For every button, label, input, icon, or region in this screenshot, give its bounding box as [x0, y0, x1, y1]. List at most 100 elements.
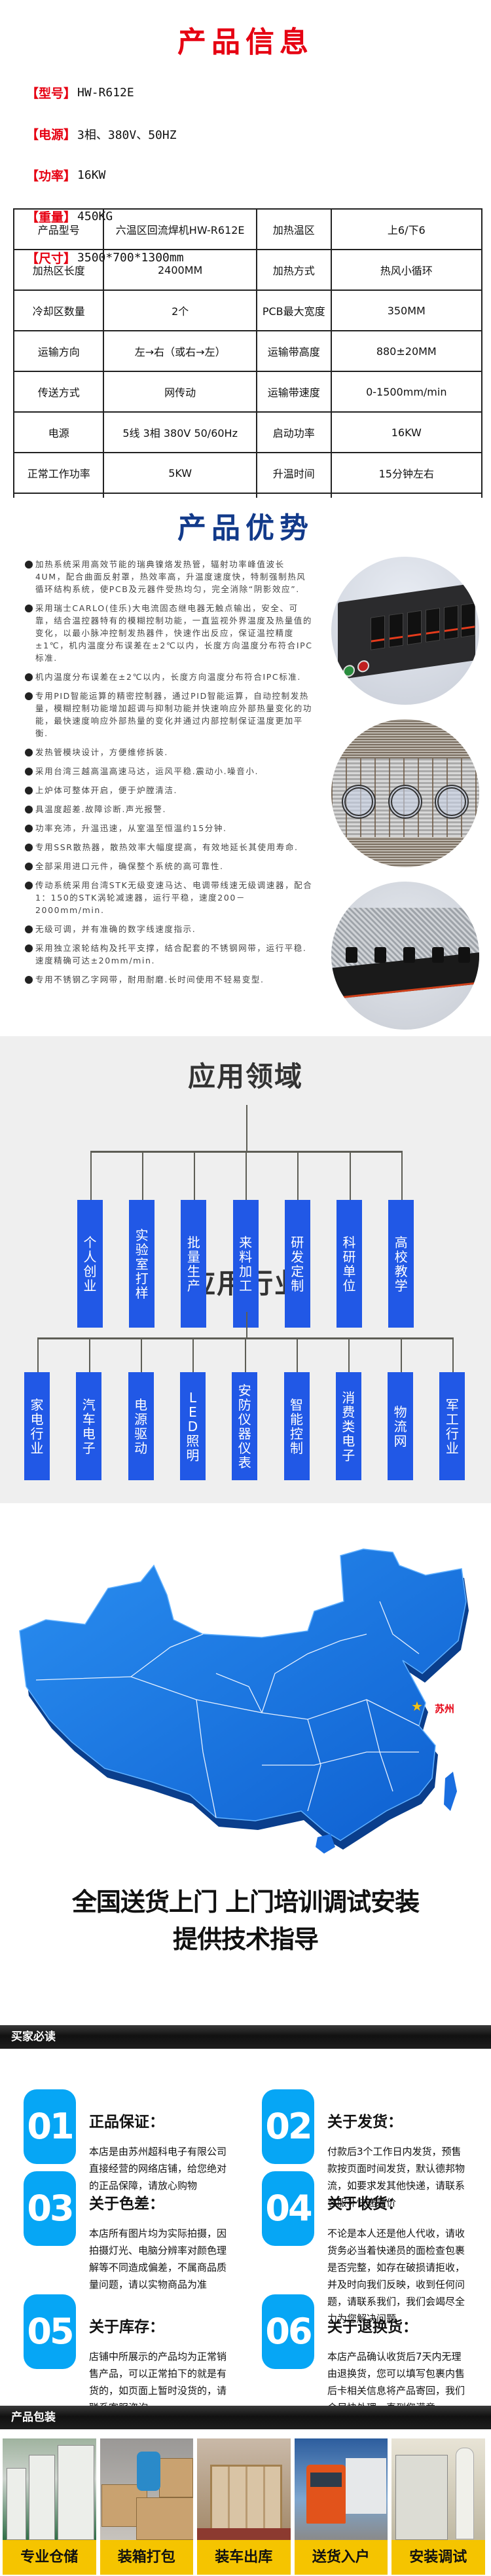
motor-icon: [432, 947, 444, 963]
bullet-icon: [25, 825, 33, 832]
temp-controller-icon: [371, 615, 385, 650]
industries-item-label: 汽车电子: [82, 1396, 96, 1456]
start-button-icon: [343, 664, 355, 678]
bullet-icon: [25, 749, 33, 756]
advantages-title: 产品优势: [177, 512, 314, 545]
fields-item-label: 高校教学: [394, 1234, 408, 1294]
note-title: 关于收货：: [327, 2195, 403, 2212]
fields-drop-line: [297, 1151, 299, 1200]
fields-item-label: 个人创业: [83, 1234, 97, 1294]
spec-table-value: 六温区回流焊机HW-R612E: [103, 208, 257, 250]
advantage-text: 全部采用进口元件，确保整个系统的高可靠性.: [35, 861, 224, 871]
application-section: 应用领域 应用行业 个人创业实验室打样批量生产来料加工研发定制科研单位高校教学家…: [0, 1036, 491, 1503]
spec-table-label: 产品型号: [12, 208, 105, 250]
spec-power-supply: 【电源】3相、380V、50HZ: [26, 113, 184, 155]
industries-item-label: 物流网: [393, 1404, 407, 1449]
fields-drop-line: [245, 1151, 247, 1200]
heating-chamber-photo: [331, 882, 479, 1030]
bullet-icon: [25, 787, 33, 794]
note-title: 关于色差：: [89, 2195, 164, 2212]
note-title: 关于库存：: [89, 2319, 164, 2336]
packaging-caption: 装箱打包: [100, 2540, 193, 2575]
industries-drop-line: [400, 1337, 402, 1372]
advantage-text: 加热系统采用高效节能的瑞典镍烙发热管，辐射功率峰值波长4UM，配合曲面反射罩，热…: [35, 559, 306, 594]
fields-item: 实验室打样: [129, 1200, 155, 1328]
industries-item: 电源驱动: [128, 1372, 154, 1480]
product-info-section: 产品信息 【型号】HW-R612E 【电源】3相、380V、50HZ 【功率】1…: [0, 0, 491, 616]
advantages-section: 产品优势 加热系统采用高效节能的瑞典镍烙发热管，辐射功率峰值波长4UM，配合曲面…: [0, 498, 491, 1036]
spec-model: 【型号】HW-R612E: [26, 72, 184, 113]
industries-drop-line: [297, 1337, 298, 1372]
fan-icon: [435, 785, 469, 819]
advantage-text: 专用PID智能运算的精密控制器，通过PID智能运算，自动控制发热量，模糊控制功能…: [35, 691, 313, 738]
note-title: 关于发货：: [327, 2114, 403, 2131]
advantage-item: 采用台湾三越高温高速马达，运风平稳.震动小.噪音小.: [18, 765, 314, 777]
spec-table-label: 运输方向: [12, 330, 105, 372]
note-text: 不论是本人还是他人代收，请收货务必当着快递员的面检查包裹是否完整，如存在破损请拒…: [327, 2228, 465, 2324]
packaging-item-warehouse: 专业仓储: [3, 2438, 96, 2576]
spec-table-value: 350MM: [330, 289, 483, 331]
advantage-item: 发热管模块设计，方便维修拆装.: [18, 746, 314, 758]
spec-value: HW-R612E: [77, 86, 134, 100]
product-info-title: 产品信息: [177, 26, 314, 59]
bullet-icon: [25, 882, 33, 889]
temp-controller-icon: [444, 605, 458, 640]
install-photo: [391, 2438, 485, 2540]
fields-item: 来料加工: [232, 1200, 259, 1328]
bullet-icon: [25, 844, 33, 851]
industries-item-label: 消费类电子: [342, 1389, 355, 1463]
advantage-text: 发热管模块设计，方便维修拆装.: [35, 747, 168, 757]
industries-item-label: 安防仪器仪表: [238, 1382, 251, 1470]
advantage-text: 功率充沛，升温迅速，从室温至恒温约15分钟.: [35, 823, 227, 833]
advantage-text: 具温度超差.故障诊断.声光报警.: [35, 804, 167, 814]
note-text: 付款后3个工作日内发货，预售款按页面时间发货，默认德邦物流，如要求发其他快递，请…: [327, 2146, 465, 2209]
motor-icon: [374, 947, 386, 963]
advantage-text: 采用台湾三越高温高速马达，运风平稳.震动小.噪音小.: [35, 766, 259, 776]
packaging-item-delivery: 送货入户: [294, 2438, 388, 2576]
spec-table-value: 上6/下6: [330, 208, 483, 250]
china-map: [19, 1548, 469, 1854]
note-number-badge: 05: [24, 2294, 76, 2369]
note-number-badge: 06: [262, 2294, 314, 2369]
buyer-notes-header: 买家必读: [0, 2025, 491, 2049]
spec-table-label: 加热方式: [255, 249, 332, 291]
bullet-icon: [25, 561, 33, 569]
industries-item-label: 军工行业: [445, 1396, 459, 1456]
industries-item-label: 智能控制: [290, 1396, 303, 1456]
packaging-caption: 专业仓储: [3, 2540, 96, 2575]
advantage-item: 专用PID智能运算的精密控制器，通过PID智能运算，自动控制发热量，模糊控制功能…: [18, 690, 314, 739]
fields-drop-line: [349, 1151, 351, 1200]
packaging-header: 产品包装: [0, 2406, 491, 2429]
control-panel-photo: [331, 557, 479, 705]
fields-item: 高校教学: [388, 1200, 414, 1328]
advantage-item: 无级可调，并有准确的数字线速度指示.: [18, 923, 314, 935]
spec-label: 【电源】: [26, 128, 77, 142]
fan-icon: [342, 785, 376, 819]
fields-drop-line: [141, 1151, 143, 1200]
note-number-badge: 04: [262, 2171, 314, 2246]
spec-table-value: 880±20MM: [330, 330, 483, 372]
advantage-item: 加热系统采用高效节能的瑞典镍烙发热管，辐射功率峰值波长4UM，配合曲面反射罩，热…: [18, 558, 314, 595]
control-panel: [338, 583, 475, 680]
advantage-item: 机内温度分布误差在±2℃以内，长度方向温度分布符合IPC标准.: [18, 671, 314, 683]
truck-photo: [294, 2438, 388, 2540]
spec-table-value: 2个: [103, 289, 257, 331]
industries-item: 安防仪器仪表: [232, 1372, 258, 1480]
packaging-row: 专业仓储 装箱打包 装车出库 送货入户 安装调试: [3, 2438, 488, 2576]
spec-table-value: 5线 3相 380V 50/60Hz: [103, 411, 257, 453]
motor-icon: [346, 947, 357, 963]
industries-drop-line: [88, 1337, 90, 1372]
warehouse-photo: [3, 2438, 96, 2540]
note-number-badge: 02: [262, 2089, 314, 2164]
spec-table-label: 升温时间: [255, 452, 332, 494]
spec-table-label: 冷却区数量: [12, 289, 105, 331]
industries-item: 智能控制: [283, 1372, 310, 1480]
advantage-item: 具温度超差.故障诊断.声光报警.: [18, 803, 314, 815]
star-icon: ★: [411, 1698, 423, 1714]
advantage-item: 专用SSR散热器，散热效率大幅度提高，有效地延长其使用寿命.: [18, 841, 314, 853]
advantage-text: 机内温度分布误差在±2℃以内，长度方向温度分布符合IPC标准.: [35, 672, 301, 682]
